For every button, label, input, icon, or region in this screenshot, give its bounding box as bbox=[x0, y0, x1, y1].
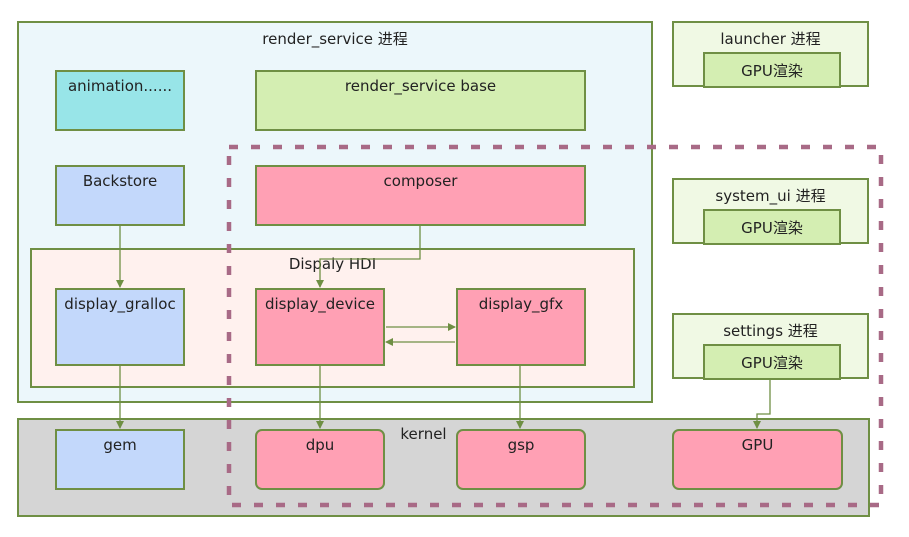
gpu-label: GPU bbox=[741, 436, 774, 454]
render-service-base-box: render_service base bbox=[255, 70, 586, 131]
display-gralloc-label: display_gralloc bbox=[64, 295, 176, 313]
launcher-process: launcher 进程 GPU渲染 bbox=[672, 21, 869, 88]
settings-gpu-render-box: GPU渲染 bbox=[703, 344, 841, 380]
gem-label: gem bbox=[103, 436, 137, 454]
launcher-gpu-render-box: GPU渲染 bbox=[703, 52, 841, 88]
render-service-base-label: render_service base bbox=[344, 77, 497, 95]
system-ui-process: system_ui 进程 GPU渲染 bbox=[672, 178, 869, 245]
launcher-gpu-render-label: GPU渲染 bbox=[741, 61, 803, 80]
display-gfx-label: display_gfx bbox=[478, 295, 564, 313]
gsp-label: gsp bbox=[507, 436, 535, 454]
gsp-box: gsp bbox=[456, 429, 586, 490]
backstore-label: Backstore bbox=[82, 172, 158, 190]
gem-box: gem bbox=[55, 429, 185, 490]
settings-process: settings 进程 GPU渲染 bbox=[672, 313, 869, 380]
composer-box: composer bbox=[255, 165, 586, 226]
gpu-box: GPU bbox=[672, 429, 843, 490]
system-ui-gpu-render-box: GPU渲染 bbox=[703, 209, 841, 245]
render-service-title: render_service 进程 bbox=[262, 30, 408, 48]
display-device-box: display_device bbox=[255, 288, 385, 366]
dpu-box: dpu bbox=[255, 429, 385, 490]
display-device-label: display_device bbox=[264, 295, 376, 313]
dpu-label: dpu bbox=[305, 436, 335, 454]
settings-gpu-render-label: GPU渲染 bbox=[741, 353, 803, 372]
display-gralloc-box: display_gralloc bbox=[55, 288, 185, 366]
system-ui-gpu-render-label: GPU渲染 bbox=[741, 218, 803, 237]
backstore-box: Backstore bbox=[55, 165, 185, 226]
launcher-title: launcher 进程 bbox=[720, 30, 821, 48]
animation-box: animation...... bbox=[55, 70, 185, 131]
display-hdi-title: Dispaly HDI bbox=[288, 255, 377, 273]
display-gfx-box: display_gfx bbox=[456, 288, 586, 366]
animation-label: animation...... bbox=[67, 77, 172, 95]
settings-title: settings 进程 bbox=[723, 322, 818, 340]
composer-label: composer bbox=[383, 172, 458, 190]
system-ui-title: system_ui 进程 bbox=[715, 187, 826, 205]
